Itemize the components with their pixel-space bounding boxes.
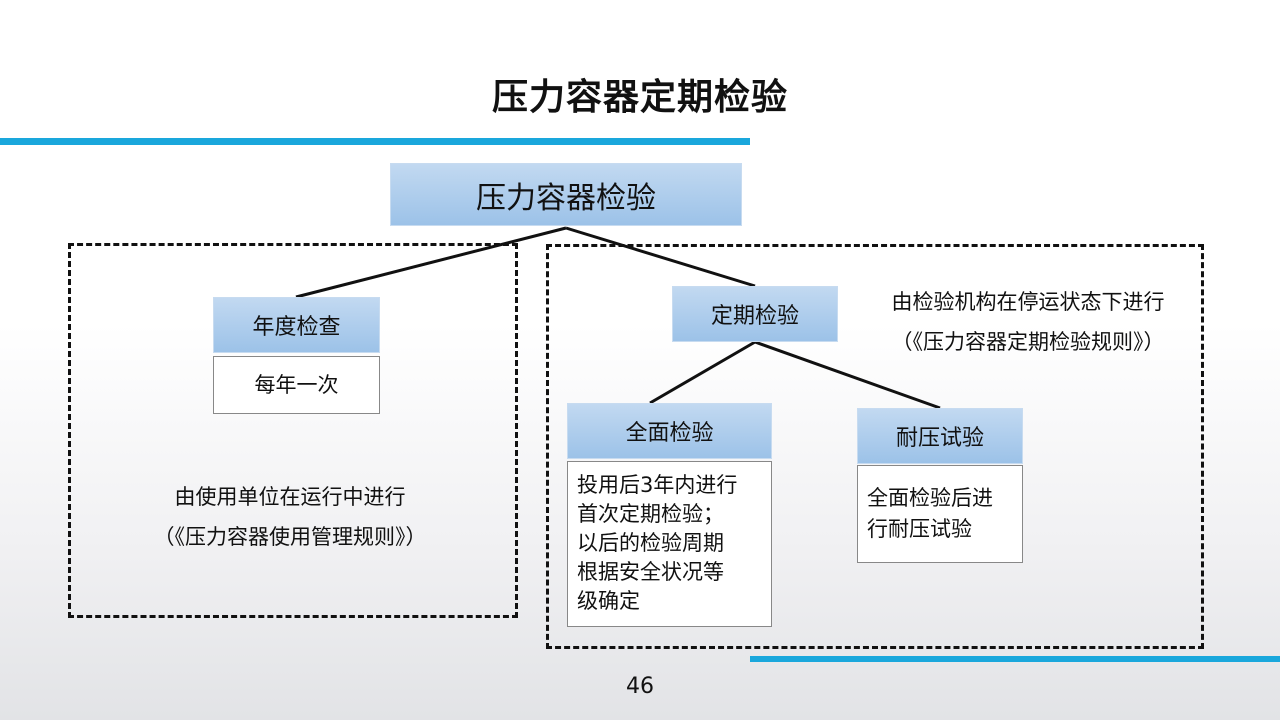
pressure-test-node: 耐压试验 [857, 408, 1023, 464]
annual-inspection-detail: 每年一次 [213, 356, 380, 414]
full-detail-line: 级确定 [577, 589, 640, 613]
pressure-detail-line: 全面检验后进 [867, 486, 993, 510]
connector-periodic-pressure [754, 340, 941, 410]
connector-root-periodic [565, 226, 756, 288]
bottom-accent-bar [750, 656, 1280, 662]
annual-inspection-note: 由使用单位在运行中进行 （《压力容器使用管理规则》） [100, 477, 480, 557]
connector-root-annual [295, 226, 567, 299]
full-inspection-label: 全面检验 [625, 421, 714, 446]
periodic-inspection-label: 定期检验 [710, 304, 799, 329]
periodic-note-line-2: （《压力容器定期检验规则》） [891, 330, 1165, 354]
full-inspection-node: 全面检验 [567, 403, 772, 459]
annual-inspection-detail-text: 每年一次 [254, 372, 339, 397]
full-detail-line: 以后的检验周期 [577, 531, 724, 555]
annual-note-line-1: 由使用单位在运行中进行 [174, 485, 406, 509]
top-accent-bar [0, 138, 750, 145]
connector-periodic-full [649, 340, 756, 405]
full-detail-line: 投用后3年内进行 [577, 473, 738, 497]
pressure-test-detail: 全面检验后进 行耐压试验 [857, 465, 1023, 563]
periodic-inspection-note: 由检验机构在停运状态下进行 （《压力容器定期检验规则》） [858, 282, 1198, 362]
root-node-label: 压力容器检验 [476, 180, 656, 216]
annual-inspection-label: 年度检查 [252, 315, 341, 340]
page-number: 46 [626, 674, 654, 699]
full-detail-line: 根据安全状况等 [577, 560, 724, 584]
annual-note-line-2: （《压力容器使用管理规则》） [153, 525, 427, 549]
pressure-test-label: 耐压试验 [895, 426, 984, 451]
full-detail-line: 首次定期检验； [577, 502, 724, 526]
page-title: 压力容器定期检验 [491, 77, 788, 118]
periodic-inspection-group [546, 244, 1204, 649]
annual-inspection-node: 年度检查 [213, 297, 380, 353]
periodic-inspection-node: 定期检验 [672, 286, 838, 342]
pressure-detail-line: 行耐压试验 [867, 517, 972, 541]
annual-inspection-group [68, 243, 518, 618]
periodic-note-line-1: 由检验机构在停运状态下进行 [891, 290, 1165, 314]
root-node-pressure-vessel-inspection: 压力容器检验 [390, 163, 742, 226]
full-inspection-detail: 投用后3年内进行 首次定期检验； 以后的检验周期 根据安全状况等 级确定 [567, 461, 772, 627]
